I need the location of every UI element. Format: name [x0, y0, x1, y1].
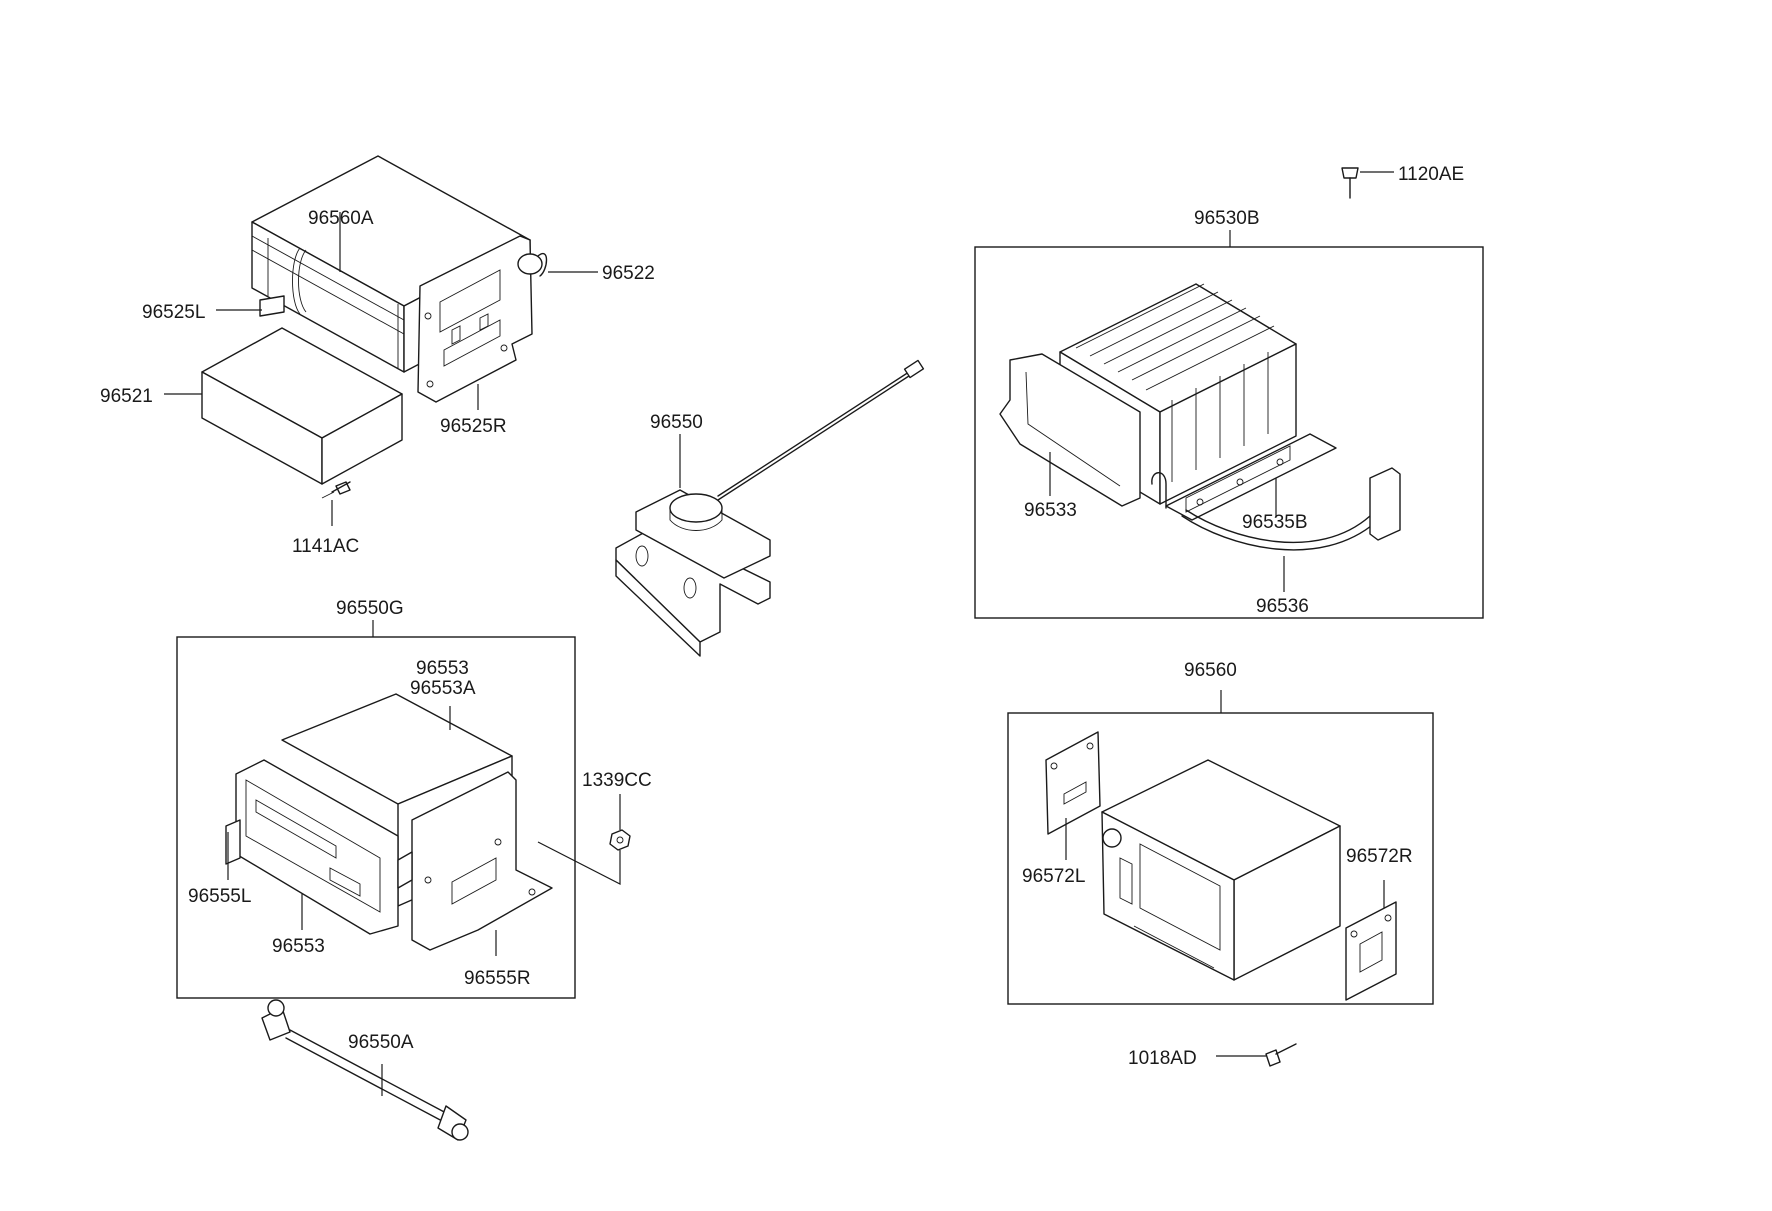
screw-1018AD [1216, 1043, 1297, 1067]
cd-magazine [164, 327, 403, 485]
label-96530B: 96530B [1194, 208, 1260, 229]
cd-changer-assembly [216, 155, 598, 410]
label-96553-bottom: 96553 [272, 936, 325, 957]
antenna-assembly [615, 359, 925, 657]
cd-player-assembly [176, 620, 621, 999]
label-96560: 96560 [1184, 660, 1237, 681]
head-unit-assembly [1007, 690, 1434, 1005]
label-96553-top: 96553 [416, 658, 469, 679]
amplifier-assembly [974, 230, 1484, 619]
nut-1339CC [609, 794, 631, 851]
label-96525L: 96525L [142, 302, 205, 323]
label-96550G: 96550G [336, 598, 404, 619]
label-96536: 96536 [1256, 596, 1309, 617]
label-1339CC: 1339CC [582, 770, 652, 791]
label-96521: 96521 [100, 386, 153, 407]
label-96522: 96522 [602, 263, 655, 284]
label-1120AE: 1120AE [1398, 164, 1464, 185]
label-96555L: 96555L [188, 886, 251, 907]
screw-1120AE [1341, 167, 1394, 199]
label-96553A: 96553A [410, 678, 476, 699]
label-96525R: 96525R [440, 416, 507, 437]
screw-1141AC [321, 481, 351, 526]
callout-labels: 96560A 96522 96525L 96521 96525R 1141AC … [100, 164, 1464, 1069]
label-96533: 96533 [1024, 500, 1077, 521]
label-96572L: 96572L [1022, 866, 1085, 887]
label-1141AC: 1141AC [292, 536, 359, 557]
cable-96550A [261, 999, 469, 1141]
label-96560A: 96560A [308, 208, 374, 229]
label-96550A: 96550A [348, 1032, 414, 1053]
label-96550: 96550 [650, 412, 703, 433]
label-96555R: 96555R [464, 968, 531, 989]
label-1018AD: 1018AD [1128, 1048, 1197, 1069]
label-96535B: 96535B [1242, 512, 1308, 533]
label-96572R: 96572R [1346, 846, 1413, 867]
